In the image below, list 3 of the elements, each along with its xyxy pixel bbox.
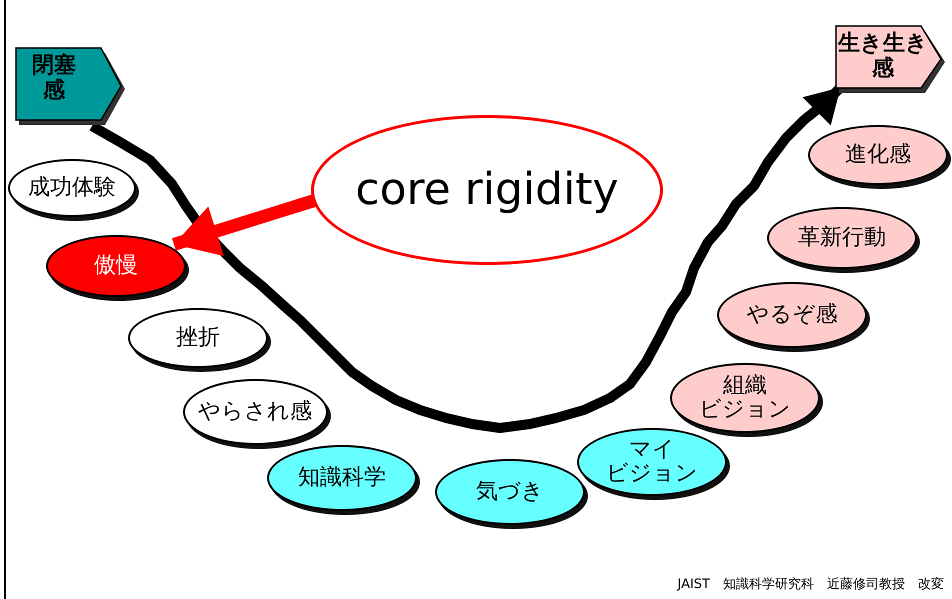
- credit-note: JAIST 知識科学研究科 近藤修司教授 改変: [677, 576, 944, 593]
- arrow: [90, 84, 844, 433]
- ellipse-node: core rigidity: [311, 115, 663, 265]
